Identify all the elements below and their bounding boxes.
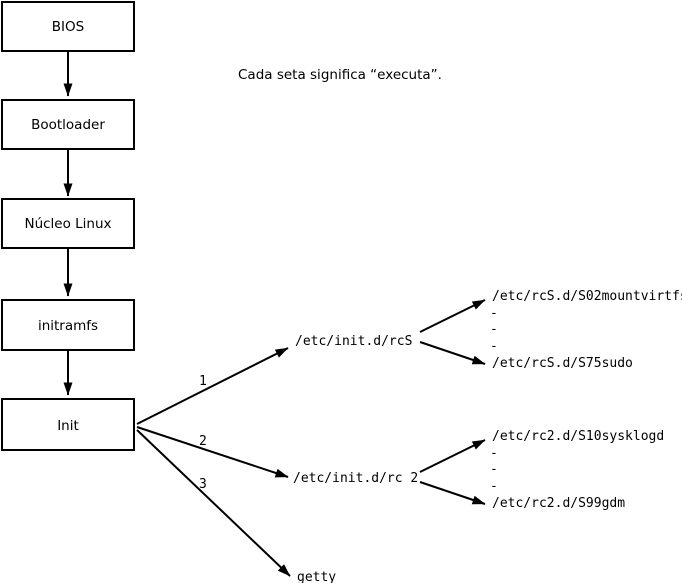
rc2-script-label: /etc/init.d/rc 2 [293, 471, 418, 486]
rcs-last-label: /etc/rcS.d/S75sudo [492, 356, 633, 371]
arrow-init-to-rc2 [136, 426, 289, 478]
note-text: Cada seta significa “executa”. [238, 67, 442, 83]
arrow-init-to-getty [136, 429, 291, 577]
node-bootloader: Bootloader [1, 99, 135, 150]
rc2-dash-3: - [490, 479, 498, 494]
node-init: Init [1, 398, 135, 451]
rcs-script-label: /etc/init.d/rcS [295, 334, 412, 349]
node-kernel-box [1, 198, 135, 249]
node-kernel: Núcleo Linux [1, 198, 135, 249]
node-init-box [1, 398, 135, 451]
node-bios-label: BIOS [52, 19, 84, 35]
node-kernel-label: Núcleo Linux [24, 216, 111, 232]
node-bios-box [1, 1, 135, 52]
rcs-dash-3: - [490, 339, 498, 354]
edge-label-1: 1 [199, 374, 207, 389]
node-bootloader-box [1, 99, 135, 150]
node-initramfs-box [1, 299, 135, 351]
node-bootloader-label: Bootloader [31, 117, 105, 133]
node-initramfs: initramfs [1, 299, 135, 351]
rcs-dash-2: - [490, 322, 498, 337]
node-bios: BIOS [1, 1, 135, 52]
arrow-rc2-to-first [419, 439, 486, 473]
arrow-init-to-rcs [136, 347, 289, 425]
arrow-rcs-to-first [419, 299, 486, 333]
rc2-last-label: /etc/rc2.d/S99gdm [492, 496, 625, 511]
rc2-first-label: /etc/rc2.d/S10sysklogd [492, 429, 664, 444]
rc2-dash-2: - [490, 462, 498, 477]
node-initramfs-label: initramfs [38, 318, 98, 334]
edge-label-3: 3 [199, 477, 207, 492]
rcs-dash-1: - [490, 306, 498, 321]
getty-label: getty [297, 570, 336, 583]
edge-label-2: 2 [199, 434, 207, 449]
node-init-label: Init [57, 418, 79, 434]
arrow-rc2-to-last [419, 481, 486, 505]
rcs-first-label: /etc/rcS.d/S02mountvirtfs [492, 289, 682, 304]
rc2-dash-1: - [490, 446, 498, 461]
arrow-rcs-to-last [419, 341, 486, 365]
